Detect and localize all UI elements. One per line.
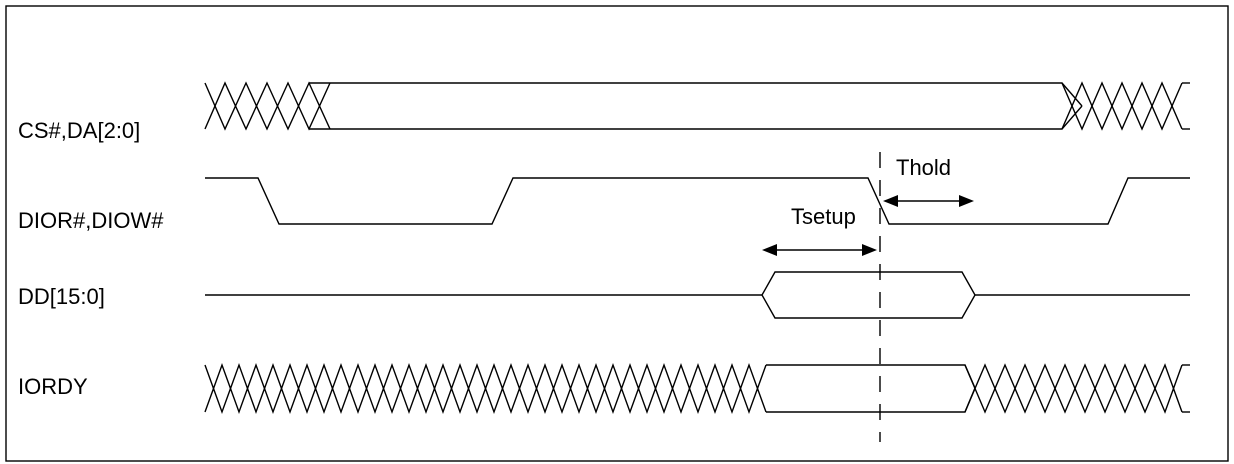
signal-label-iordy: IORDY bbox=[18, 374, 88, 399]
hold-time-label: Thold bbox=[896, 155, 951, 180]
waveform-iordy-dontcare-right-b bbox=[964, 363, 1183, 414]
waveform-cs-da-valid-top bbox=[309, 82, 1083, 107]
setup-time-arrow-head-left bbox=[762, 244, 777, 256]
waveform-iordy-dontcare-left-b bbox=[204, 362, 767, 415]
waveform-dd bbox=[205, 271, 1190, 319]
signal-label-dd: DD[15:0] bbox=[18, 284, 105, 309]
waveform-cs-da-dontcare-right-b bbox=[1061, 81, 1183, 131]
waveform-cs-da-dontcare-right bbox=[1061, 81, 1183, 131]
diagram-frame bbox=[5, 5, 1229, 462]
setup-time-label: Tsetup bbox=[791, 204, 856, 229]
waveform-cs-da-valid-bottom bbox=[309, 105, 1083, 130]
signal-label-dior-diow: DIOR#,DIOW# bbox=[18, 208, 164, 233]
hold-time-arrow-head-right bbox=[959, 195, 974, 207]
hold-time-arrow bbox=[883, 195, 974, 207]
waveform-iordy bbox=[204, 362, 1190, 415]
setup-time-arrow-head-right bbox=[862, 244, 877, 256]
waveform-dior-diow bbox=[205, 177, 1190, 225]
setup-time-arrow bbox=[762, 244, 877, 256]
waveform-cs-da bbox=[204, 81, 1190, 131]
signal-label-cs-da: CS#,DA[2:0] bbox=[18, 118, 140, 143]
hold-time-arrow-head-left bbox=[883, 195, 898, 207]
